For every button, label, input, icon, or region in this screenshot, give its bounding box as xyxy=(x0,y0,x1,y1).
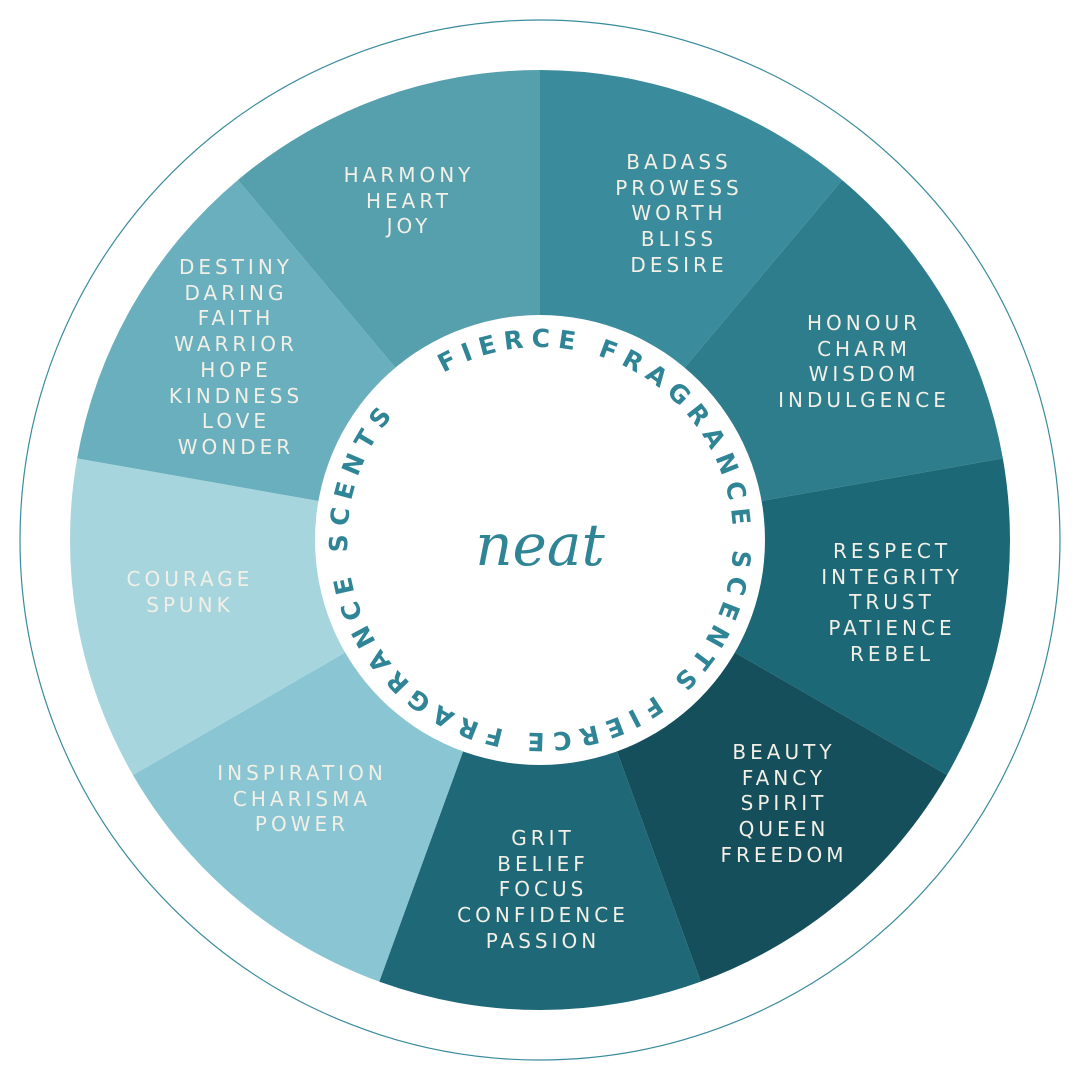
segment-word: HARMONY xyxy=(343,163,475,187)
segment-word: TRUST xyxy=(849,590,935,615)
segment-word: INTEGRITY xyxy=(821,564,963,589)
segment-word: DARING xyxy=(184,280,288,305)
segment-word: PATIENCE xyxy=(828,616,956,641)
segment-word: HEART xyxy=(365,188,453,213)
segment-word: BLISS xyxy=(640,227,718,252)
center-script-word: neat xyxy=(475,511,605,579)
segment-word: JOY xyxy=(386,214,432,239)
segment-word: WARRIOR xyxy=(174,332,298,357)
segment-word: DESTINY xyxy=(178,255,294,279)
segment-word: WORTH xyxy=(631,201,727,226)
segment-word: CHARISMA xyxy=(232,786,372,811)
segment-word: WONDER xyxy=(177,434,295,459)
segment-word: BADASS xyxy=(626,150,732,174)
segment-word: COURAGE xyxy=(126,567,254,591)
segment-word: KINDNESS xyxy=(168,383,304,408)
segment-word: DESIRE xyxy=(630,252,728,277)
segment-word: FOCUS xyxy=(498,877,588,902)
segment-word: FREEDOM xyxy=(720,842,848,867)
segment-word: INSPIRATION xyxy=(217,761,387,785)
segment-word: HONOUR xyxy=(806,311,922,335)
segment-word: FAITH xyxy=(197,306,275,331)
segment-word: CHARM xyxy=(817,336,911,361)
segment-word: RESPECT xyxy=(832,539,952,563)
segment-word: FANCY xyxy=(741,765,827,790)
segment-word: GRIT xyxy=(511,826,575,850)
segment-word: BELIEF xyxy=(497,851,589,876)
outer-ring xyxy=(19,19,1061,1061)
segment-word: WISDOM xyxy=(808,362,920,387)
segment-word: POWER xyxy=(254,812,350,837)
center-disc xyxy=(315,315,765,765)
segment-word: LOVE xyxy=(201,409,271,434)
segment-word: INDULGENCE xyxy=(778,388,950,413)
segment-word: REBEL xyxy=(849,641,935,666)
wheel-segment xyxy=(379,540,701,1010)
segment-word: CONFIDENCE xyxy=(457,903,629,928)
segment-word: QUEEN xyxy=(738,817,830,842)
segment-word: SPIRIT xyxy=(740,791,828,816)
segment-word: HOPE xyxy=(200,357,272,382)
segment-word: BEAUTY xyxy=(732,740,836,764)
segment-word: PROWESS xyxy=(615,175,743,200)
segment-word: PASSION xyxy=(485,928,601,953)
segment-word: SPUNK xyxy=(146,592,234,617)
